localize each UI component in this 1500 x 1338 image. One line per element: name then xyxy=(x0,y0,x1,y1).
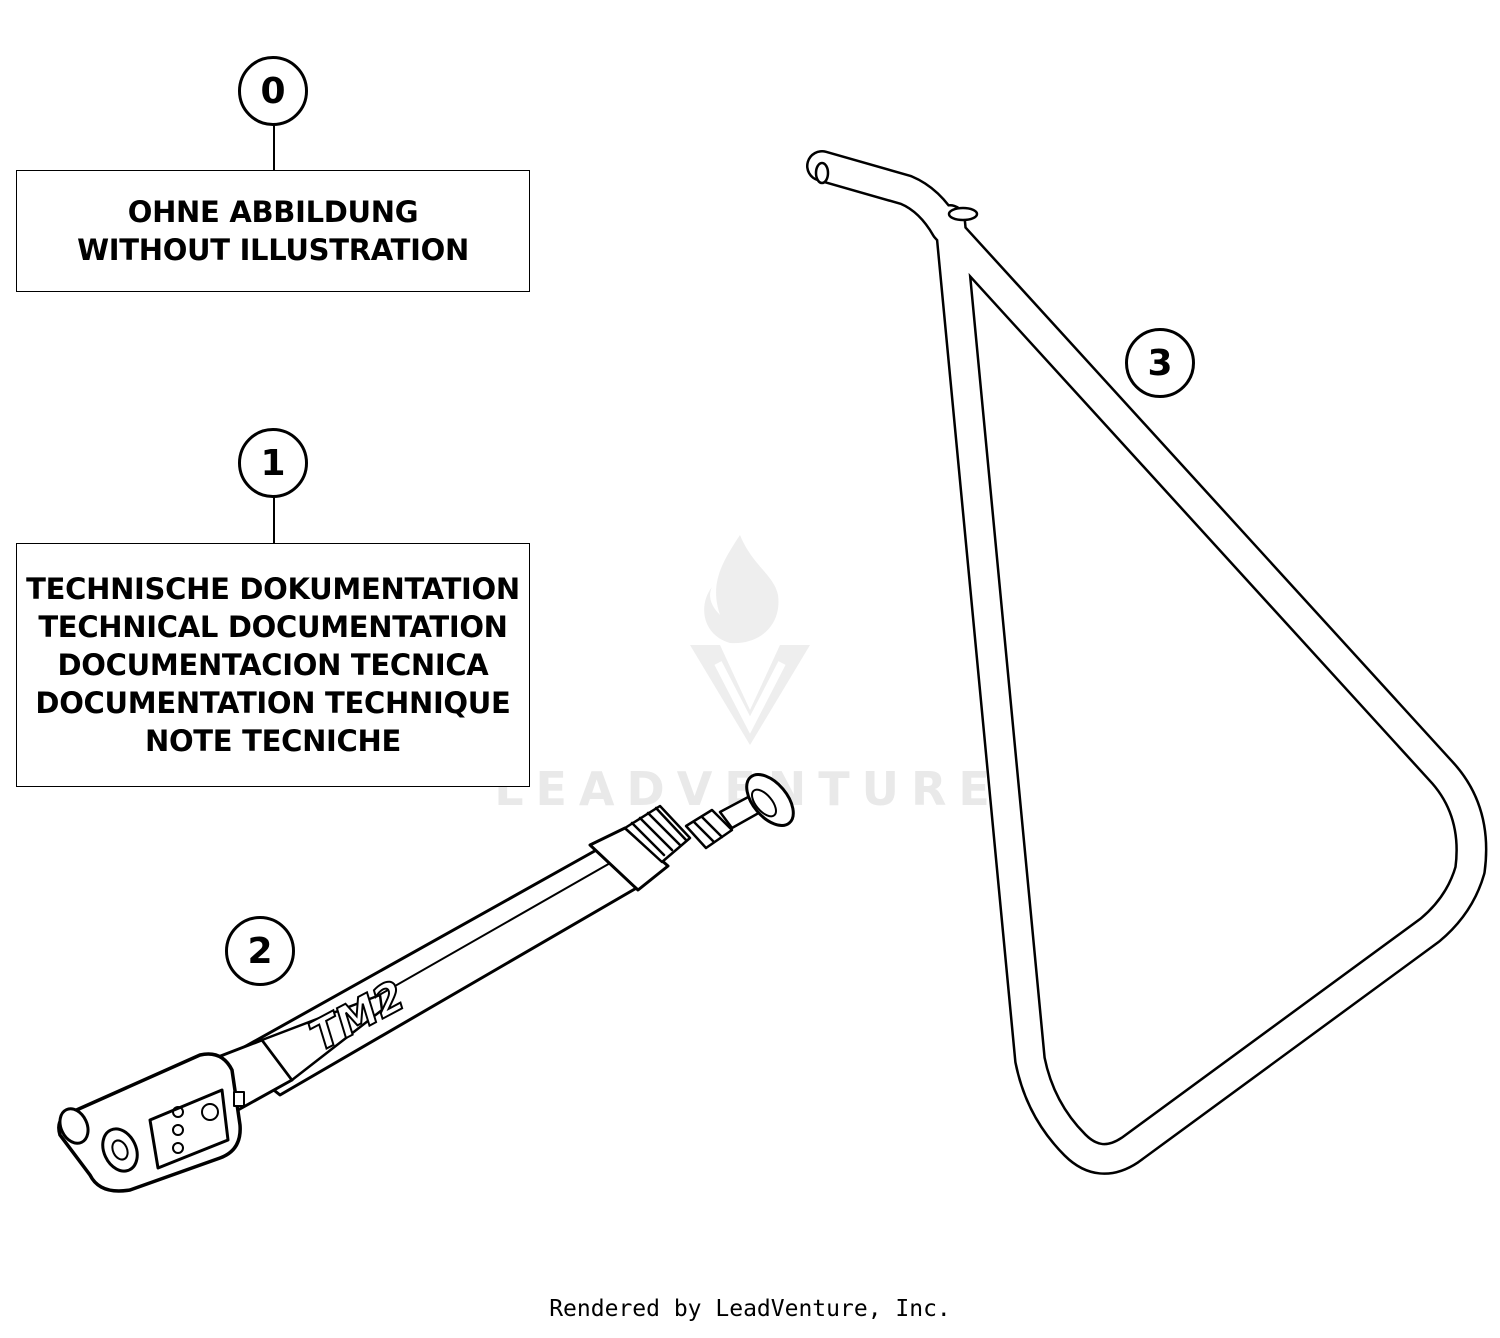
box-line: TECHNISCHE DOKUMENTATION xyxy=(26,572,520,606)
without-illustration-box: OHNE ABBILDUNG WITHOUT ILLUSTRATION xyxy=(16,170,530,292)
box-line: OHNE ABBILDUNG xyxy=(127,195,419,229)
air-pump xyxy=(57,773,795,1193)
box-line: DOCUMENTACION TECNICA xyxy=(57,648,489,682)
callout-2: 2 xyxy=(225,916,295,986)
box-line: TECHNICAL DOCUMENTATION xyxy=(38,610,508,644)
technical-documentation-box: TECHNISCHE DOKUMENTATION TECHNICAL DOCUM… xyxy=(16,543,530,787)
callout-number: 1 xyxy=(260,442,286,484)
callout-1: 1 xyxy=(238,428,308,498)
leader-line xyxy=(273,125,275,170)
leader-line xyxy=(273,497,275,543)
callout-number: 3 xyxy=(1147,342,1173,384)
callout-number: 0 xyxy=(260,70,286,112)
leadventure-watermark-logo xyxy=(690,535,810,745)
box-line: DOCUMENTATION TECHNIQUE xyxy=(35,686,511,720)
box-line: WITHOUT ILLUSTRATION xyxy=(77,233,469,267)
footer-credit: Rendered by LeadVenture, Inc. xyxy=(549,1296,951,1322)
triangle-stand xyxy=(806,150,1488,1175)
callout-number: 2 xyxy=(247,930,273,972)
callout-0: 0 xyxy=(238,56,308,126)
callout-3: 3 xyxy=(1125,328,1195,398)
box-line: NOTE TECNICHE xyxy=(144,724,401,758)
pump-coupling xyxy=(623,804,734,864)
